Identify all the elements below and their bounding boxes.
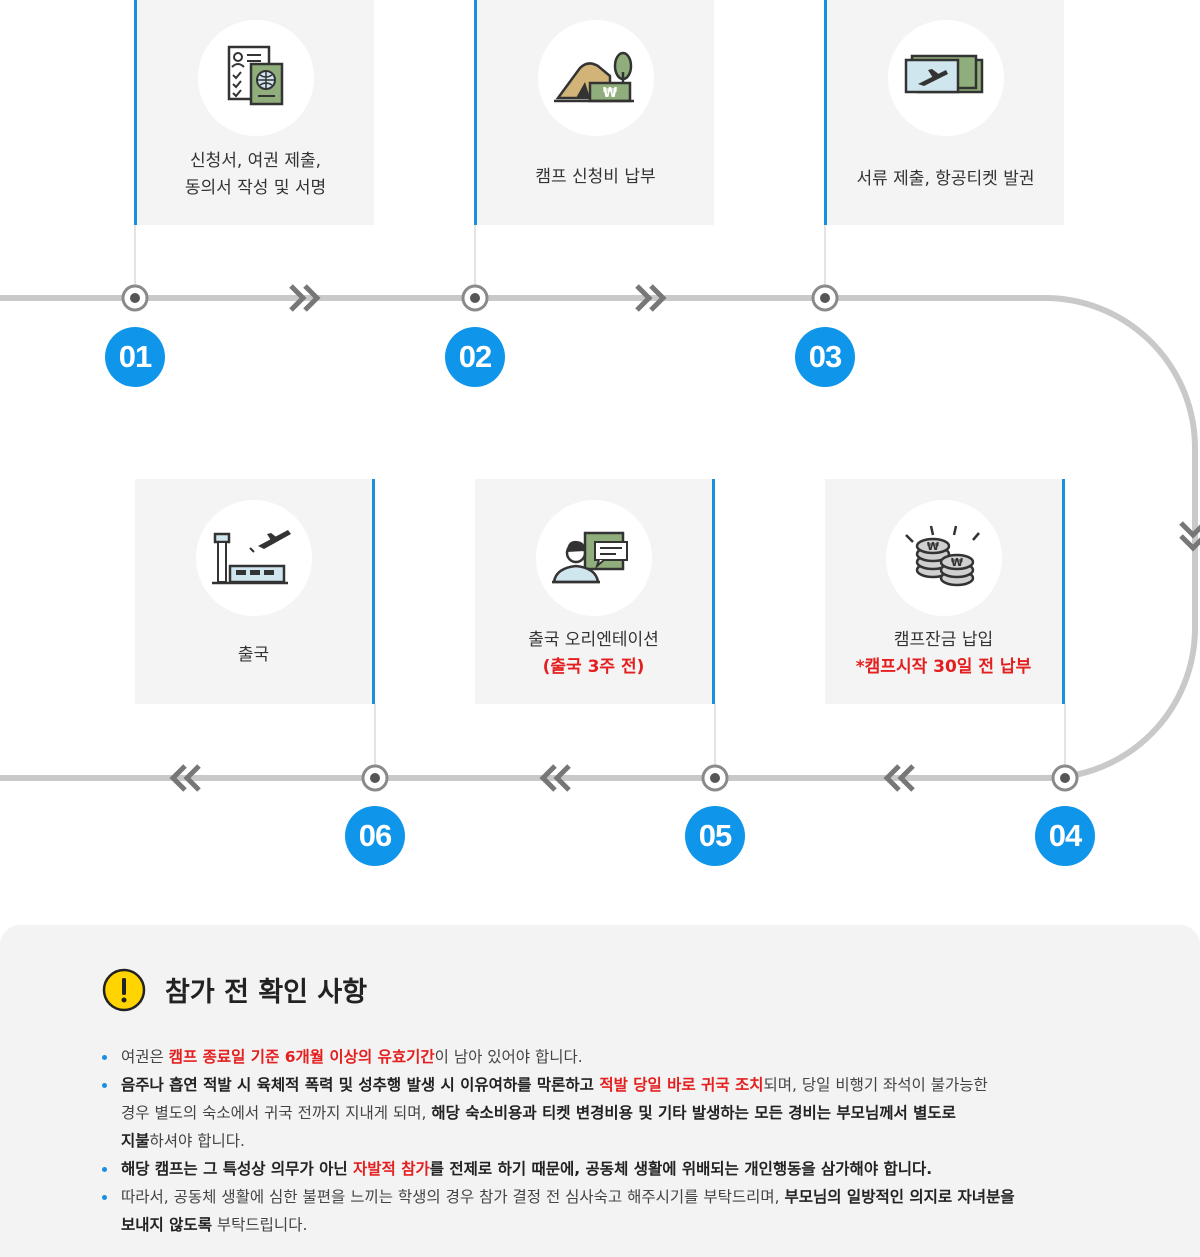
notice-text: 경우 별도의 숙소에서 귀국 전까지 지내게 되며, [121, 1104, 432, 1122]
notice-text: 해당 숙소비용과 티켓 변경비용 및 기타 발생하는 모든 경비는 부모님께서 … [431, 1104, 956, 1122]
chevron-right-icon [635, 284, 667, 312]
step-card-04: ₩ ₩ 캠프잔금 납입 *캠프시작 30일 전 납부 [825, 479, 1065, 704]
step-label: 서류 제출, 항공티켓 발권 [856, 169, 1035, 189]
notice-item: 여권은 캠프 종료일 기준 6개월 이상의 유효기간이 남아 있어야 합니다. [100, 1043, 1120, 1071]
notice-panel: 참가 전 확인 사항 여권은 캠프 종료일 기준 6개월 이상의 유효기간이 남… [0, 925, 1200, 1257]
presentation-icon [535, 500, 652, 616]
chevron-down-icon [1179, 521, 1200, 552]
step-note: (출국 3주 전) [542, 657, 645, 677]
step-label: 캠프잔금 납입 *캠프시작 30일 전 납부 [825, 627, 1062, 681]
step-label: 출국 오리엔테이션 (출국 3주 전) [475, 627, 712, 681]
track-line [0, 295, 1198, 781]
chevron-left-icon [883, 764, 915, 792]
airline-ticket-icon [887, 20, 1004, 136]
notice-text: 되며, 당일 비행기 좌석이 불가능한 [763, 1076, 988, 1094]
notice-text: 여권은 [121, 1048, 169, 1066]
timeline-track [0, 225, 1200, 792]
notice-text: 를 전제로 하기 때문에, 공동체 생활에 위배되는 개인행동을 삼가해야 합니… [429, 1160, 933, 1178]
chevron-left-icon [169, 764, 201, 792]
notice-text: 부모님의 일방적인 의지로 자녀분을 [784, 1188, 1015, 1206]
step-card-05: 출국 오리엔테이션 (출국 3주 전) [475, 479, 715, 704]
exclamation-icon [102, 968, 146, 1012]
notice-item: 따라서, 공동체 생활에 심한 불편을 느끼는 학생의 경우 참가 결정 전 심… [100, 1183, 1120, 1239]
step-card-01: 신청서, 여권 제출,동의서 작성 및 서명 [134, 0, 374, 225]
notice-item: 음주나 흡연 적발 시 육체적 폭력 및 성추행 발생 시 이유여하를 막론하고… [100, 1071, 1120, 1155]
step-label: 출국 [237, 645, 270, 665]
notice-list: 여권은 캠프 종료일 기준 6개월 이상의 유효기간이 남아 있어야 합니다.음… [100, 1043, 1120, 1239]
passport-form-icon [197, 20, 314, 136]
step-label: 캠프 신청비 납부 [535, 167, 656, 187]
step-label: 신청서, 여권 제출,동의서 작성 및 서명 [184, 151, 327, 198]
step-number-05: 05 [685, 806, 745, 866]
notice-title: 참가 전 확인 사항 [165, 977, 368, 1008]
svg-text:₩: ₩ [926, 540, 938, 553]
airport-departure-icon [195, 500, 312, 616]
notice-text: 보내지 않도록 [121, 1216, 212, 1234]
step-card-03: 서류 제출, 항공티켓 발권 [824, 0, 1064, 225]
step-number-01: 01 [105, 327, 165, 387]
coins-icon: ₩ ₩ [885, 500, 1002, 616]
notice-text: 따라서, 공동체 생활에 심한 불편을 느끼는 학생의 경우 참가 결정 전 심… [121, 1188, 785, 1206]
step-number-04: 04 [1035, 806, 1095, 866]
notice-text: 자발적 참가 [353, 1160, 430, 1178]
step-note: *캠프시작 30일 전 납부 [855, 657, 1032, 677]
chevron-left-icon [539, 764, 571, 792]
svg-text:₩: ₩ [950, 556, 962, 569]
step-number-02: 02 [445, 327, 505, 387]
step-card-06: 출국 [135, 479, 375, 704]
notice-text: 지불 [121, 1132, 150, 1150]
svg-text:₩: ₩ [602, 86, 617, 101]
step-number-03: 03 [795, 327, 855, 387]
notice-text: 적발 당일 바로 귀국 조치 [599, 1076, 764, 1094]
notice-text: 부탁드립니다. [211, 1216, 308, 1234]
notice-item: 해당 캠프는 그 특성상 의무가 아닌 자발적 참가를 전제로 하기 때문에, … [100, 1155, 1120, 1183]
notice-text: 하셔야 합니다. [149, 1132, 245, 1150]
chevron-right-icon [289, 284, 321, 312]
step-card-02: ₩ 캠프 신청비 납부 [474, 0, 714, 225]
notice-text: 이 남아 있어야 합니다. [434, 1048, 583, 1066]
step-number-06: 06 [345, 806, 405, 866]
notice-text: 음주나 흡연 적발 시 육체적 폭력 및 성추행 발생 시 이유여하를 막론하고 [121, 1076, 600, 1094]
notice-text: 해당 캠프는 그 특성상 의무가 아닌 [121, 1160, 354, 1178]
tent-payment-icon: ₩ [537, 20, 654, 136]
notice-text: 캠프 종료일 기준 6개월 이상의 유효기간 [168, 1048, 435, 1066]
